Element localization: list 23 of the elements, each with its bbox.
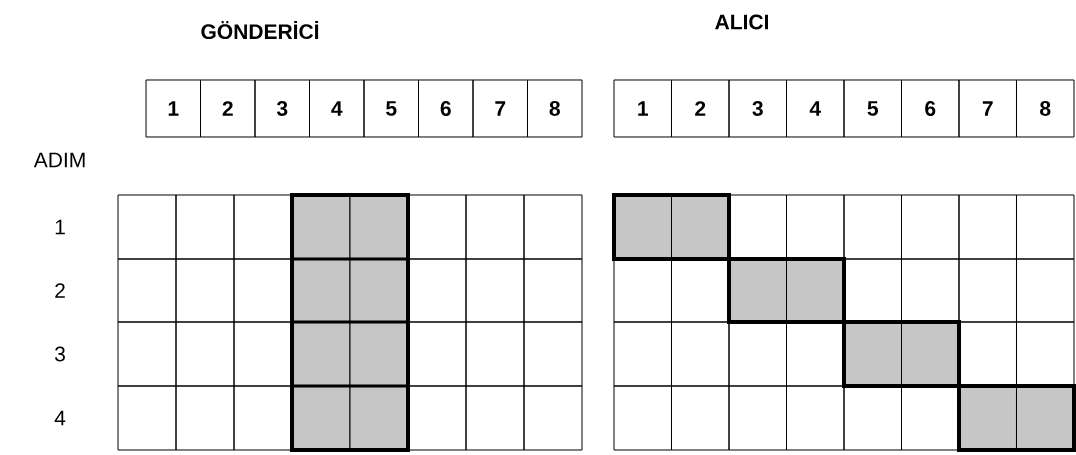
number-cell: 6	[418, 79, 474, 138]
number-cell: 1	[613, 79, 672, 138]
step-number: 2	[55, 283, 65, 298]
number-cell: 7	[472, 79, 528, 138]
heading: GÖNDERİCİ	[201, 20, 319, 40]
row-heading: ADIM	[33, 152, 85, 168]
number-cell: 1	[145, 79, 201, 138]
step-number: 3	[55, 346, 65, 362]
step-number: 1	[55, 219, 65, 235]
number-cell: 6	[901, 79, 960, 138]
number-cell: 2	[200, 79, 256, 138]
number-cell: 3	[728, 79, 787, 138]
number-cell: 4	[786, 79, 845, 138]
step-number: 4	[54, 410, 66, 426]
number-cell: 5	[843, 79, 902, 138]
number-cell: 4	[309, 79, 365, 138]
number-cell: 8	[527, 79, 583, 138]
number-cell: 7	[958, 79, 1017, 138]
number-cell: 2	[671, 79, 730, 138]
number-cell: 3	[254, 79, 310, 138]
number-cell: 8	[1016, 79, 1075, 138]
number-cell: 5	[363, 79, 419, 138]
heading: ALICI	[715, 14, 768, 30]
